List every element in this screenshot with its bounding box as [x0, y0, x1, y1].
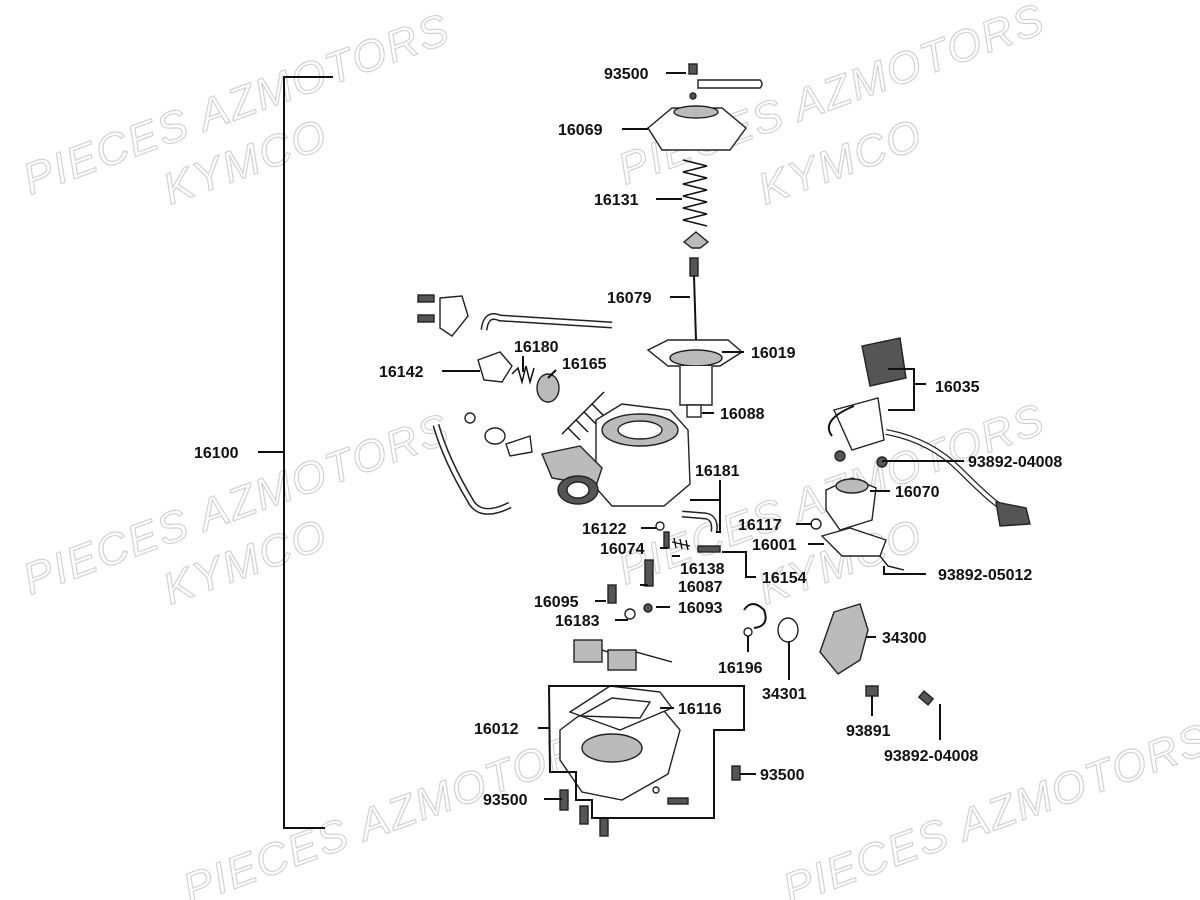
part-label: 16142 [379, 364, 424, 381]
fuel-hose-icon [432, 412, 533, 515]
part-label: 16100 [194, 445, 239, 462]
cover-icon [819, 603, 935, 706]
watermark-text: PIECES AZMOTORS [777, 714, 1200, 900]
starter-plunger-icon [477, 351, 560, 403]
part-label: 16012 [474, 721, 519, 738]
part-label: 16116 [678, 701, 722, 718]
part-label: 16181 [695, 463, 740, 480]
part-label: 93892-04008 [968, 454, 1062, 471]
part-label: 16001 [752, 537, 797, 554]
part-label: 16117 [738, 517, 782, 534]
auto-choke-icon [827, 337, 1031, 527]
part-label: 16079 [607, 290, 652, 307]
choke-housing-icon [810, 450, 905, 571]
leader-lines [442, 72, 964, 819]
float-icon [573, 639, 673, 671]
vacuum-piston-icon [646, 339, 744, 418]
part-label: 16070 [895, 484, 940, 501]
part-label: 16074 [600, 541, 645, 558]
carburetor-body-icon [541, 403, 691, 507]
air-tube-icon [681, 510, 718, 533]
carb-top-cap-icon [647, 105, 747, 151]
part-label: 16180 [514, 339, 559, 356]
jet-set-icon [655, 521, 721, 553]
part-label: 93500 [760, 767, 805, 784]
part-label: 93892-04008 [884, 748, 978, 765]
part-label: 16019 [751, 345, 796, 362]
assembly-bracket [258, 76, 333, 829]
idle-screw-icon [561, 391, 605, 441]
watermark-text: PIECES AZMOTORS [177, 714, 617, 900]
part-label: 16095 [534, 594, 579, 611]
part-label: 16122 [582, 521, 627, 538]
part-label: 16088 [720, 406, 765, 423]
part-label: 16131 [594, 192, 639, 209]
part-label: 34300 [882, 630, 927, 647]
part-label: 34301 [762, 686, 807, 703]
part-label: 16196 [718, 660, 763, 677]
part-label: 16183 [555, 613, 600, 630]
part-label: 16154 [762, 570, 807, 587]
spring-icon [682, 159, 708, 227]
part-label: 16138 [680, 561, 725, 578]
part-label: 16093 [678, 600, 723, 617]
part-label: 16069 [558, 122, 603, 139]
part-label: 16087 [678, 579, 723, 596]
part-label: 16165 [562, 356, 607, 373]
part-label: 16035 [935, 379, 980, 396]
screw-icon [559, 765, 741, 837]
part-label: 93500 [604, 66, 649, 83]
part-label: 93892-05012 [938, 567, 1032, 584]
part-label: 93891 [846, 723, 891, 740]
part-label: 93500 [483, 792, 528, 809]
choke-bracket-icon [417, 294, 613, 337]
part-drawings [417, 63, 1031, 837]
screw-icon [688, 63, 763, 100]
part-labels: 93500 16069 16131 16079 16019 16088 1618… [194, 66, 1062, 809]
main-jet-icon [607, 559, 654, 620]
float-bowl-icon [559, 685, 689, 805]
jet-needle-icon [682, 231, 710, 341]
